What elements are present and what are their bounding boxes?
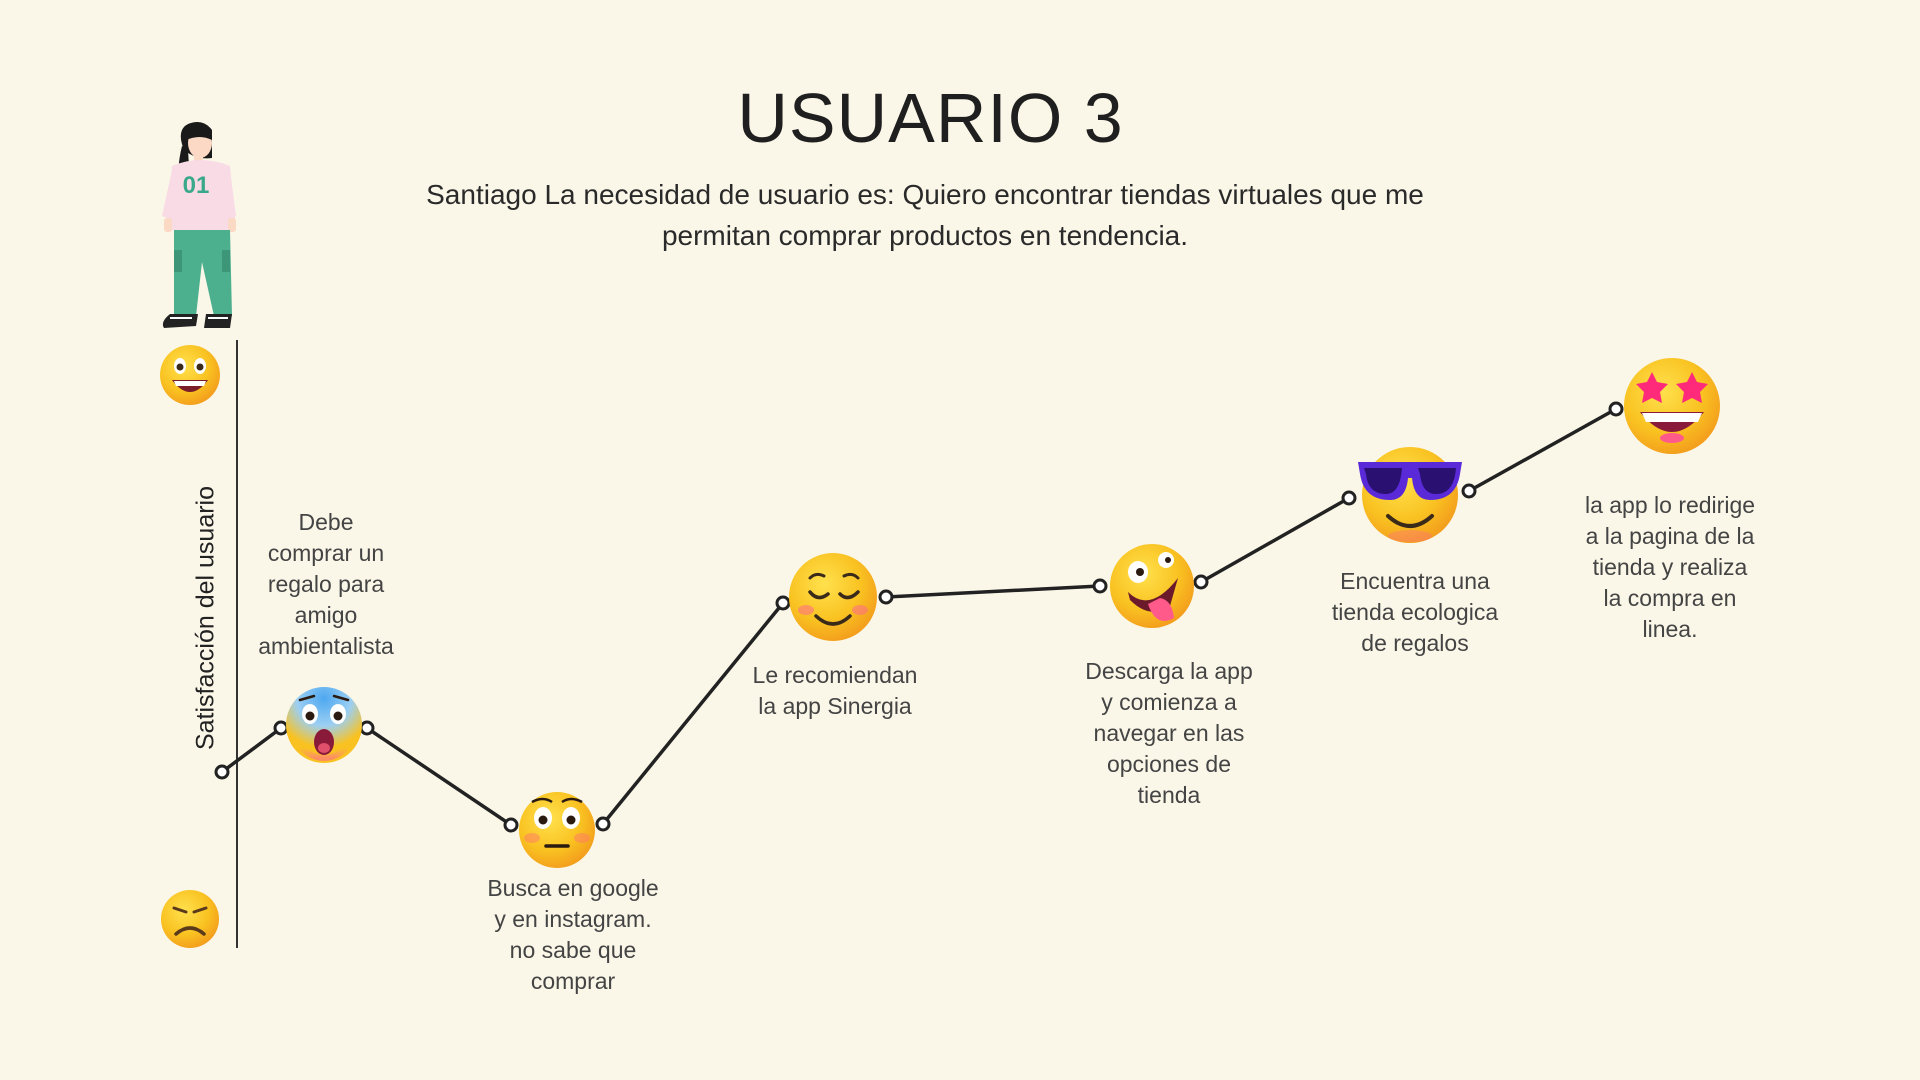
step-1-line: ambientalista <box>258 633 394 659</box>
persona-shirt-text: 01 <box>183 172 210 199</box>
step-5-caption: Encuentra una tienda ecologica de regalo… <box>1332 566 1498 659</box>
path-node <box>273 720 289 736</box>
page-subtitle: Santiago La necesidad de usuario es: Qui… <box>400 174 1450 256</box>
step-1-anxious-face-icon <box>286 687 362 763</box>
step-1-line: amigo <box>294 602 358 628</box>
step-4-line: tienda <box>1137 782 1201 808</box>
step-5-line: Encuentra una <box>1340 568 1490 594</box>
step-1-line: regalo para <box>267 571 385 597</box>
step-1-line: Debe <box>298 509 354 535</box>
final-step-line: linea. <box>1642 616 1698 642</box>
path-node <box>595 816 611 832</box>
y-axis-label: Satisfacción del usuario <box>191 485 220 751</box>
step-3-line: la app Sinergia <box>758 693 912 719</box>
subtitle-line-2: permitan comprar productos en tendencia. <box>661 220 1189 251</box>
step-4-line: navegar en las <box>1093 720 1245 746</box>
path-segment-6 <box>1468 407 1617 493</box>
step-3-line: Le recomiendan <box>752 662 918 688</box>
step-1-caption: Debe comprar un regalo para amigo ambien… <box>258 507 394 662</box>
path-node <box>1608 401 1624 417</box>
final-step-line: a la pagina de la <box>1585 523 1755 549</box>
step-5-sunglasses-face-icon <box>1358 447 1462 543</box>
persona-illustration: 01 <box>162 122 236 328</box>
path-segment-4 <box>885 584 1101 599</box>
final-step-line: la compra en <box>1603 585 1737 611</box>
path-node <box>359 720 375 736</box>
path-node <box>214 764 230 780</box>
path-node <box>1341 490 1357 506</box>
path-node <box>1461 483 1477 499</box>
path-node <box>1193 574 1209 590</box>
path-segment-3 <box>601 601 785 826</box>
step-3-relieved-face-icon <box>789 553 877 641</box>
step-5-line: tienda ecologica <box>1331 599 1499 625</box>
path-segment-2 <box>366 726 512 827</box>
step-2-line: y en instagram. <box>494 906 652 932</box>
axis-top-emoji-grinning-face <box>160 345 220 405</box>
path-node <box>775 595 791 611</box>
step-1-line: comprar un <box>267 540 385 566</box>
axis-bottom-emoji-frowning-face <box>161 890 219 948</box>
path-segment-1 <box>220 726 283 774</box>
step-2-caption: Busca en google y en instagram. no sabe … <box>487 873 658 997</box>
step-2-line: Busca en google <box>487 875 659 901</box>
page-title: USUARIO 3 <box>737 79 1124 157</box>
step-4-zany-face-icon <box>1110 544 1194 628</box>
step-2-flushed-face-icon <box>519 792 595 868</box>
step-4-line: Descarga la app <box>1085 658 1253 684</box>
step-2-line: no sabe que <box>509 937 637 963</box>
step-4-line: opciones de <box>1106 751 1232 777</box>
final-step-star-struck-face-icon <box>1624 358 1720 454</box>
final-step-line: la app lo redirige <box>1584 492 1756 518</box>
step-4-caption: Descarga la app y comienza a navegar en … <box>1085 656 1253 811</box>
path-node <box>878 589 894 605</box>
final-step-caption: la app lo redirige a la pagina de la tie… <box>1585 490 1755 645</box>
step-3-caption: Le recomiendan la app Sinergia <box>753 660 918 722</box>
step-5-line: de regalos <box>1361 630 1469 656</box>
final-step-line: tienda y realiza <box>1592 554 1748 580</box>
step-2-line: comprar <box>530 968 616 994</box>
subtitle-line-1: Santiago La necesidad de usuario es: Qui… <box>426 179 1424 210</box>
path-node <box>1092 578 1108 594</box>
satisfaction-path <box>214 401 1624 833</box>
step-4-line: y comienza a <box>1101 689 1237 715</box>
path-segment-5 <box>1200 496 1350 584</box>
path-node <box>503 817 519 833</box>
